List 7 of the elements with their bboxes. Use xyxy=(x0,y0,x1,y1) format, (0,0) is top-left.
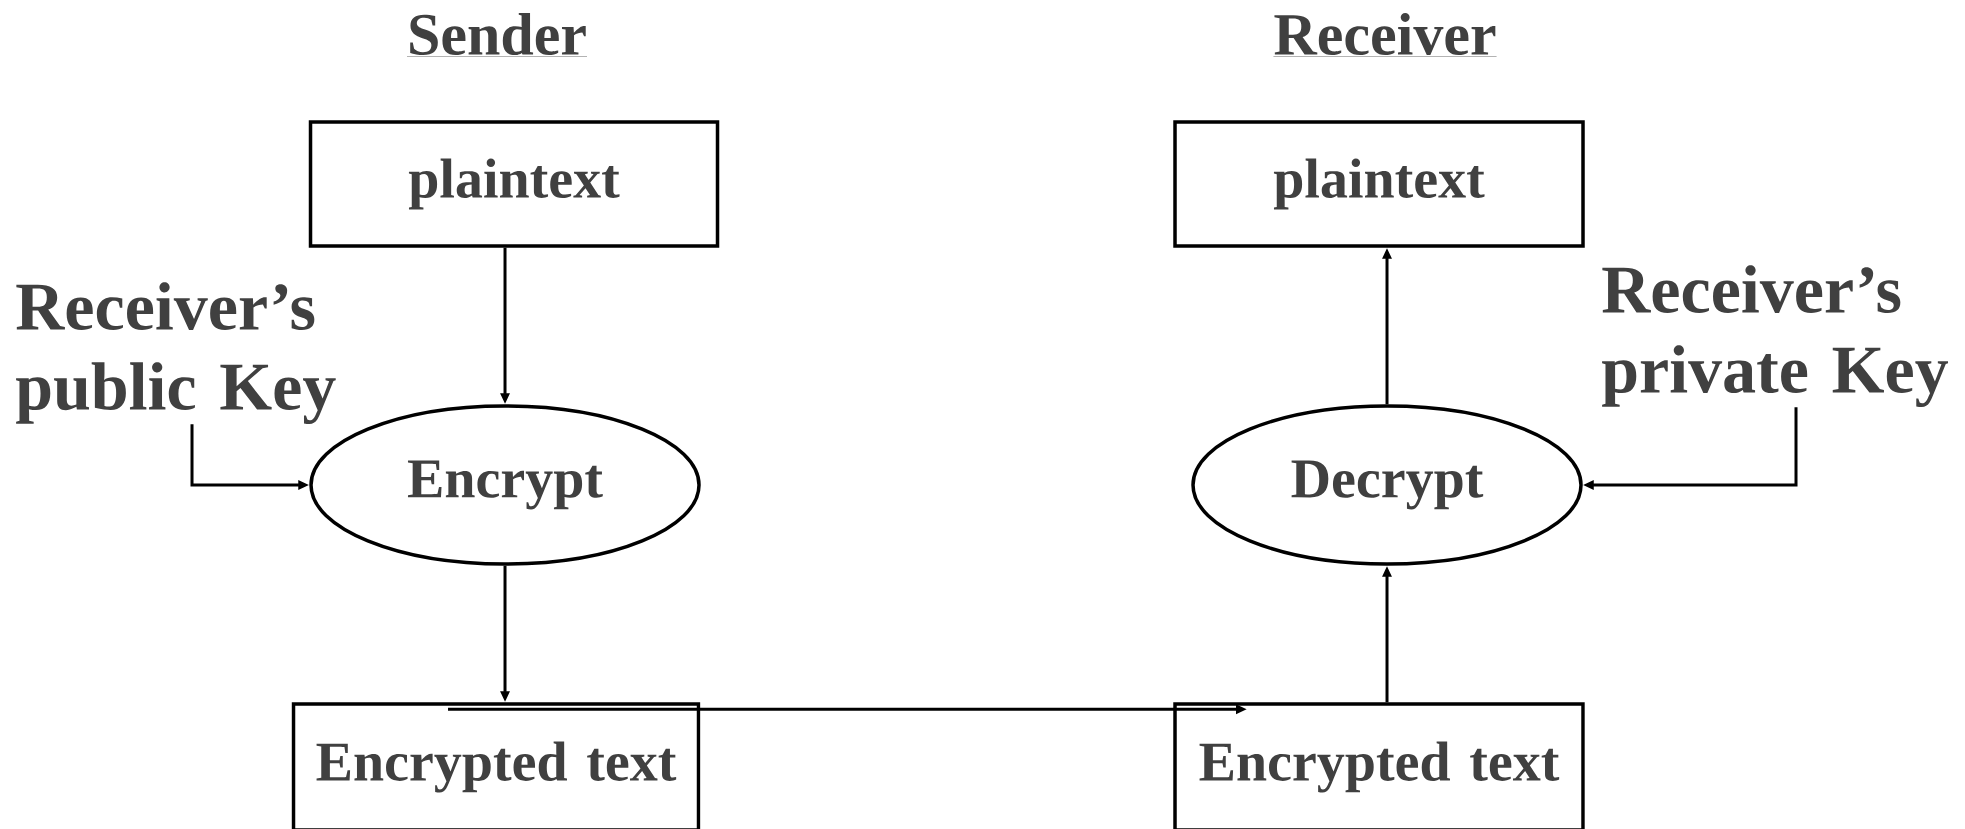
ciphertext-box: Encrypted text xyxy=(1173,702,1585,829)
ciphertext-box: Encrypted text xyxy=(291,702,701,829)
plaintext-box: plaintext xyxy=(1173,120,1585,248)
plaintext-box: plaintext xyxy=(308,120,720,248)
column-heading: Receiver xyxy=(1273,12,1497,57)
key-label: Receiver’s private Key xyxy=(1602,265,1949,408)
column-heading: Sender xyxy=(406,12,588,57)
